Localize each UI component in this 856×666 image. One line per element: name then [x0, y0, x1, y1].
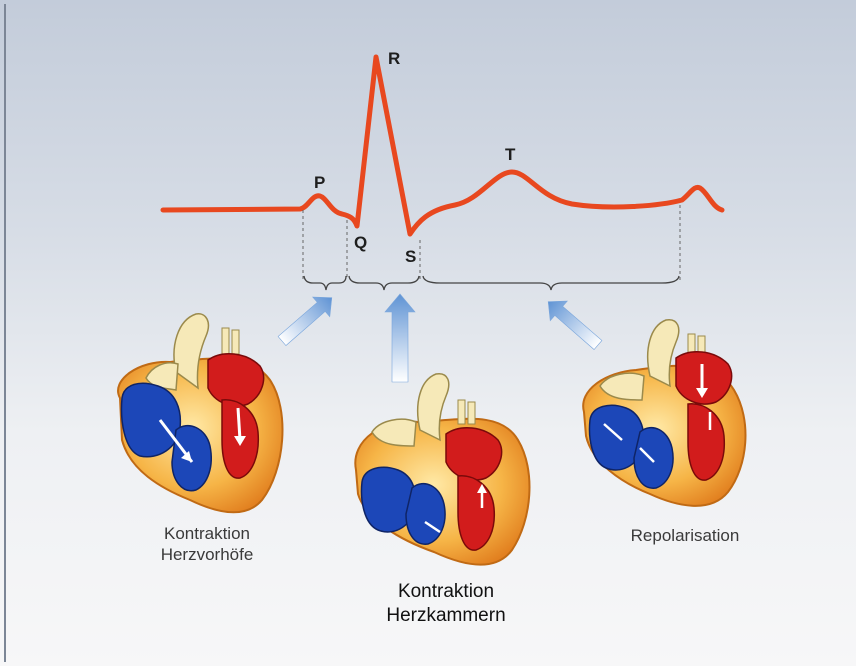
caption-atria-line2: Herzvorhöfe	[122, 544, 292, 565]
q-wave-label: Q	[354, 233, 367, 252]
p-wave-label: P	[314, 173, 325, 192]
brace-qrs	[349, 276, 419, 290]
heart-atria-illustration	[118, 314, 282, 512]
caption-ventricles-line1: Kontraktion	[346, 580, 546, 604]
ecg-trace	[163, 57, 722, 234]
caption-atria-contraction: Kontraktion Herzvorhöfe	[122, 523, 292, 566]
caption-ventricle-contraction: Kontraktion Herzkammern	[346, 580, 546, 628]
brace-pq	[304, 276, 346, 290]
arrow-ventricles	[385, 294, 415, 382]
heart-repolarisation-illustration	[583, 320, 745, 506]
brace-st	[423, 276, 679, 290]
phase-arrows	[273, 288, 606, 382]
caption-atria-line1: Kontraktion	[122, 523, 292, 544]
caption-ventricles-line2: Herzkammern	[346, 604, 546, 628]
caption-repolarisation: Repolarisation	[590, 525, 780, 546]
arrow-repolarisation	[540, 292, 607, 355]
heart-ventricles-illustration	[355, 374, 529, 565]
t-wave-label: T	[505, 145, 516, 164]
arrow-atria	[273, 288, 340, 351]
caption-repolarisation-line1: Repolarisation	[590, 525, 780, 546]
r-wave-label: R	[388, 49, 400, 68]
s-wave-label: S	[405, 247, 416, 266]
